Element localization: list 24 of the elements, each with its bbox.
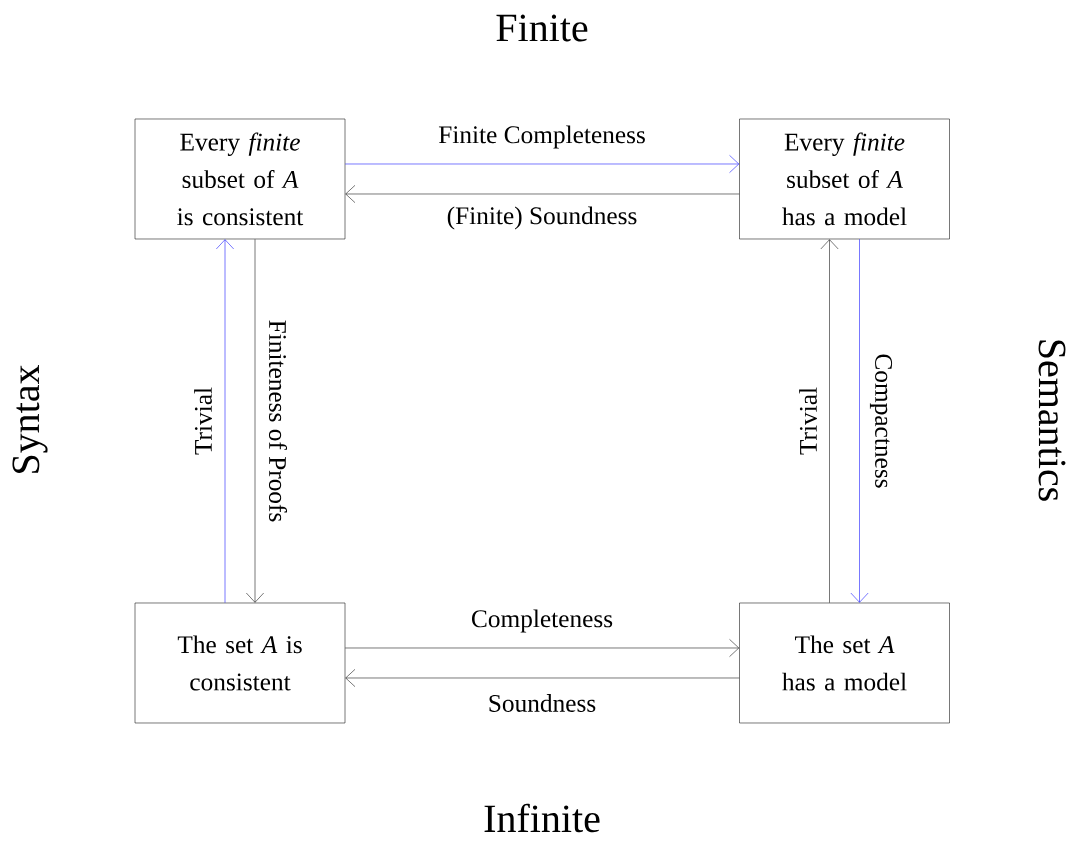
edge-label: Trivial <box>194 387 212 455</box>
arrow <box>345 185 740 203</box>
arrow <box>246 239 264 603</box>
statement-box: Every finite subset of A is consistent <box>134 118 346 240</box>
edge-label: Finiteness of Proofs <box>268 320 288 522</box>
arrow <box>850 239 869 603</box>
axis-label: Infinite <box>484 803 600 833</box>
axis-label: Finite <box>496 14 588 42</box>
edge-label: Soundness <box>489 694 596 712</box>
arrow <box>345 639 740 657</box>
arrow <box>820 239 839 603</box>
statement-box: Every finite subset of A has a model <box>739 118 950 240</box>
edge-label: Finite Completeness <box>438 125 645 149</box>
edge-label: Compactness <box>869 354 893 488</box>
axis-label: Syntax <box>12 364 48 473</box>
edge-label: Trivial <box>799 387 817 455</box>
edge-label: (Finite) Soundness <box>447 206 637 230</box>
edge-label: Completeness <box>472 609 613 633</box>
arrow <box>345 669 740 687</box>
axis-label: Semantics <box>1038 340 1066 501</box>
arrow <box>345 155 740 173</box>
statement-box: The set A has a model <box>739 602 950 724</box>
arrow <box>216 239 234 603</box>
statement-box: The set A is consistent <box>134 602 346 724</box>
